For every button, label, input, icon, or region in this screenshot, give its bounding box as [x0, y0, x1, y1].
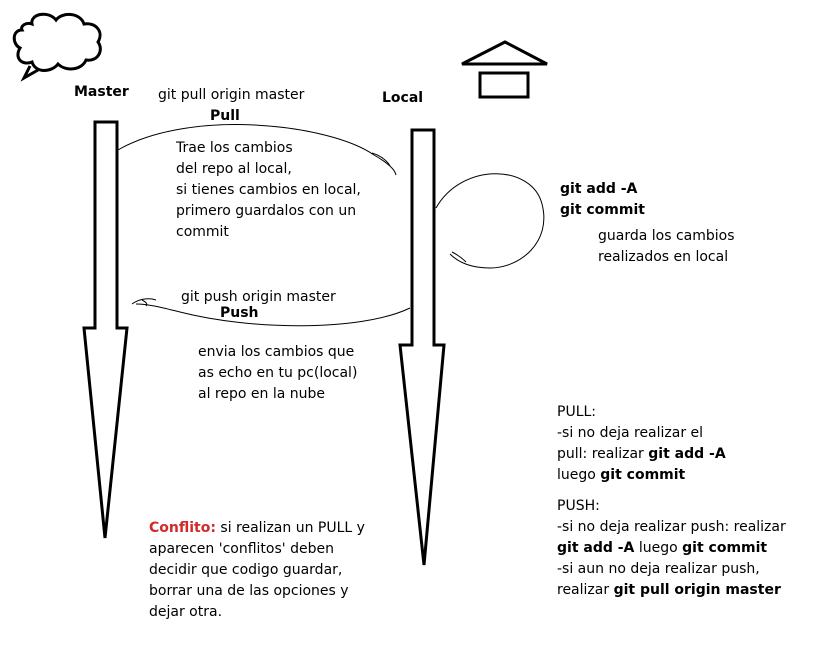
house-icon-body — [478, 71, 530, 99]
pull-command: git pull origin master — [158, 87, 305, 103]
push-title: Push — [220, 305, 259, 321]
pull-description: Trae los cambios del repo al local, si t… — [176, 140, 361, 240]
push-notes: PUSH: -si no deja realizar push: realiza… — [557, 498, 786, 598]
pull-title: Pull — [210, 108, 240, 124]
push-curve — [135, 303, 411, 327]
push-command: git push origin master — [181, 289, 336, 305]
commit-loop — [435, 173, 545, 269]
conflict-note: Conflito: si realizan un PULL y aparecen… — [149, 520, 365, 620]
commit-commands: git add -A git commit — [560, 181, 645, 218]
master-label: Master — [74, 84, 129, 100]
cloud-icon-tail — [20, 65, 39, 82]
local-label: Local — [382, 90, 424, 106]
pull-curve — [117, 124, 397, 176]
local-arrow — [398, 128, 446, 566]
master-arrow — [82, 120, 129, 539]
conflict-label: Conflito: — [149, 520, 216, 536]
house-icon-roof — [461, 40, 548, 66]
push-description: envia los cambios que as echo en tu pc(l… — [198, 344, 358, 402]
commit-description: guarda los cambios realizados en local — [598, 228, 735, 265]
cloud-icon — [12, 12, 102, 72]
pull-notes: PULL: -si no deja realizar el pull: real… — [557, 404, 726, 483]
